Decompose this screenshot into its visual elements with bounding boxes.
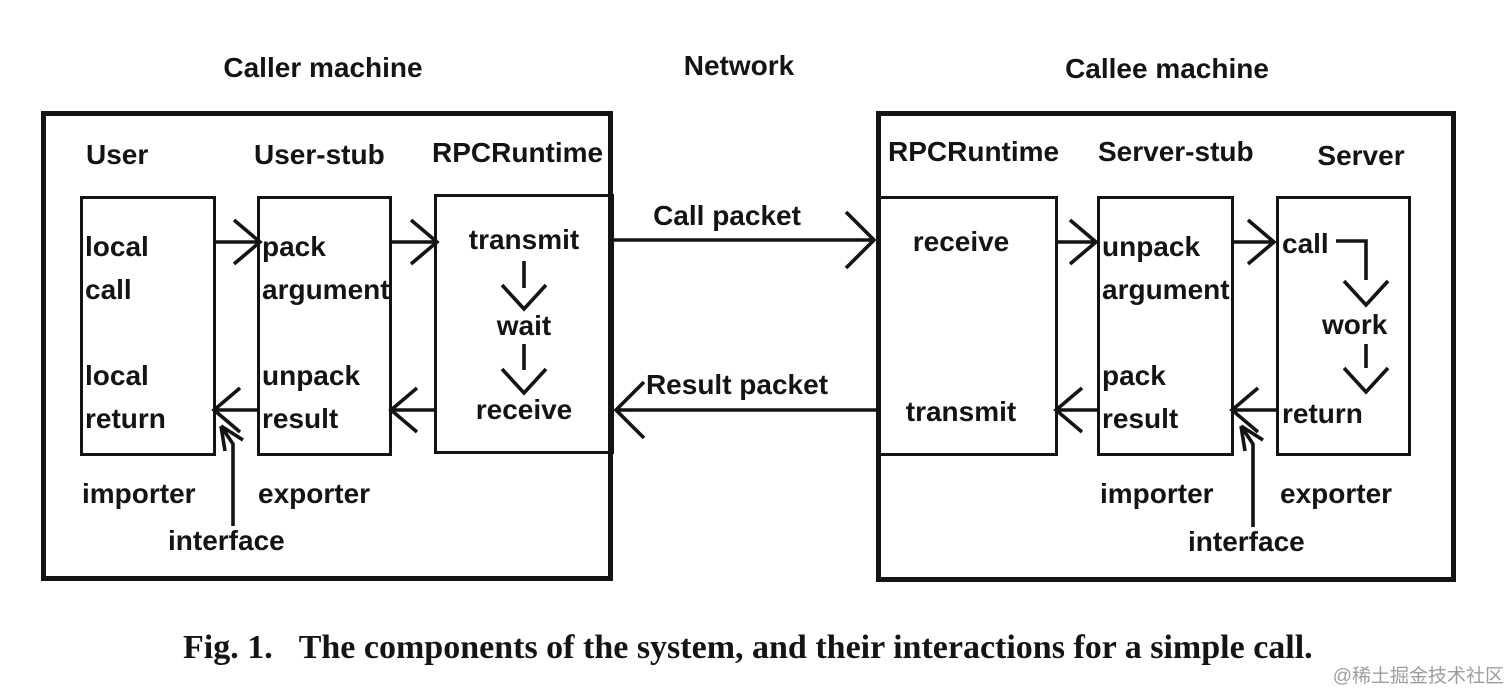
- user-box-local-call: local call: [85, 231, 149, 305]
- callee-rpcruntime-box: [877, 196, 1058, 456]
- server-box: [1276, 196, 1411, 456]
- user-stub-box: [257, 196, 392, 456]
- caller-importer-label: importer: [82, 478, 196, 509]
- figure-caption: Fig. 1. The components of the system, and…: [183, 629, 1313, 666]
- caller-column-user-stub: User-stub: [254, 139, 385, 170]
- callee-rpc-transmit: transmit: [905, 396, 1017, 427]
- callee-interface-label: interface: [1188, 526, 1305, 557]
- caller-rpcruntime-box: [434, 194, 614, 454]
- callee-importer-label: importer: [1100, 478, 1214, 509]
- user-stub-unpack-result: unpack result: [262, 360, 361, 434]
- caller-rpc-receive: receive: [475, 394, 573, 425]
- caller-column-rpcruntime: RPCRuntime: [432, 137, 604, 168]
- callee-machine-heading: Callee machine: [1065, 53, 1269, 84]
- user-box-local-return: local return: [85, 360, 166, 434]
- network-heading: Network: [683, 50, 795, 81]
- watermark-text: @稀土掘金技术社区: [1332, 666, 1504, 687]
- server-stub-box: [1097, 196, 1234, 456]
- caller-interface-label: interface: [168, 525, 285, 556]
- figure-caption-text: The components of the system, and their …: [298, 629, 1313, 666]
- callee-column-rpcruntime: RPCRuntime: [888, 136, 1060, 167]
- user-box: [80, 196, 216, 456]
- caller-exporter-label: exporter: [258, 478, 371, 509]
- caller-machine-box: [41, 111, 613, 581]
- server-stub-unpack-argument: unpack argument: [1102, 231, 1230, 305]
- callee-column-server: Server: [1317, 140, 1405, 171]
- call-packet-label: Call packet: [653, 200, 801, 231]
- result-packet-label: Result packet: [645, 369, 829, 400]
- callee-rpc-receive: receive: [912, 226, 1010, 257]
- callee-column-server-stub: Server-stub: [1098, 136, 1254, 167]
- caller-column-user: User: [86, 139, 149, 170]
- server-call: call: [1282, 228, 1329, 259]
- caller-machine-heading: Caller machine: [223, 52, 423, 83]
- server-stub-pack-result: pack result: [1102, 360, 1179, 434]
- figure-caption-number: Fig. 1.: [183, 629, 273, 666]
- server-return: return: [1282, 398, 1363, 429]
- server-work: work: [1322, 309, 1388, 340]
- caller-rpc-wait: wait: [496, 310, 552, 341]
- caller-rpc-transmit: transmit: [468, 224, 580, 255]
- user-stub-pack-argument: pack argument: [262, 231, 390, 305]
- callee-exporter-label: exporter: [1280, 478, 1393, 509]
